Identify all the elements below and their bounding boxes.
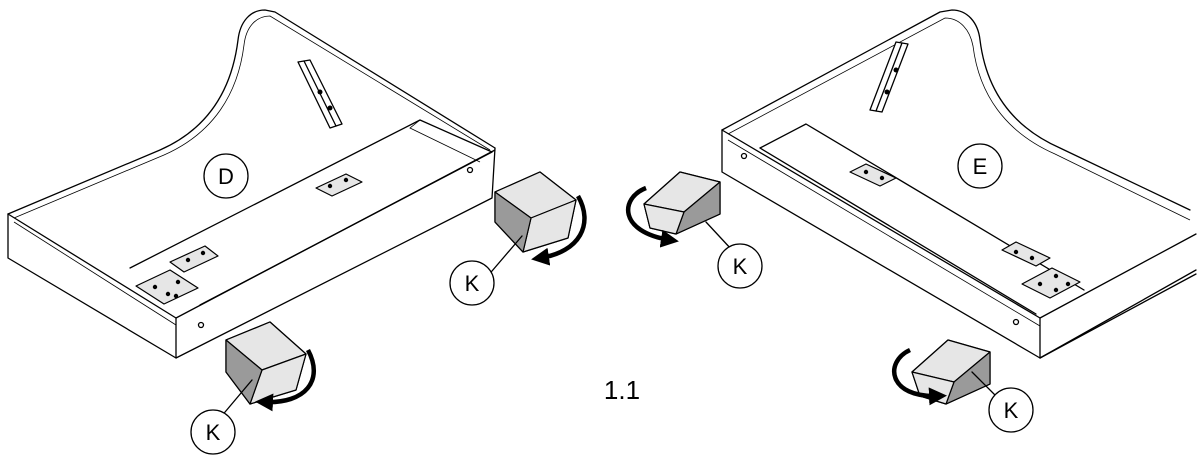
callout-label-e: E [973, 154, 988, 179]
callout-d: D [203, 153, 249, 199]
callout-k-upper-right: K [717, 243, 763, 289]
callout-label-k: K [206, 420, 221, 445]
callout-e: E [957, 143, 1003, 189]
foot-k-upper-left [494, 171, 577, 253]
foot-k-upper-right [643, 171, 721, 235]
bracket-icon [297, 59, 343, 129]
callout-label-k: K [733, 254, 748, 279]
figure-number: 1.1 [604, 375, 640, 405]
callout-label-k: K [465, 271, 480, 296]
callout-k-upper-left: K [449, 260, 495, 306]
bracket-icon [869, 41, 909, 113]
mounting-plate-icon [849, 163, 1081, 299]
foot-k-lower-left [225, 321, 307, 405]
rotate-arrow-icon [255, 348, 316, 412]
callout-k-lower-left: K [190, 409, 236, 455]
callout-label-d: D [218, 164, 234, 189]
callout-k-lower-right: K [988, 387, 1034, 433]
drawer-unit-left [7, 9, 496, 359]
drawer-unit-right [721, 9, 1197, 359]
rotate-arrow-icon [892, 347, 947, 406]
rotate-arrow-icon [625, 185, 679, 248]
callout-label-k: K [1004, 398, 1019, 423]
mounting-plate-icon [135, 173, 363, 305]
rotate-arrow-icon [531, 194, 587, 266]
